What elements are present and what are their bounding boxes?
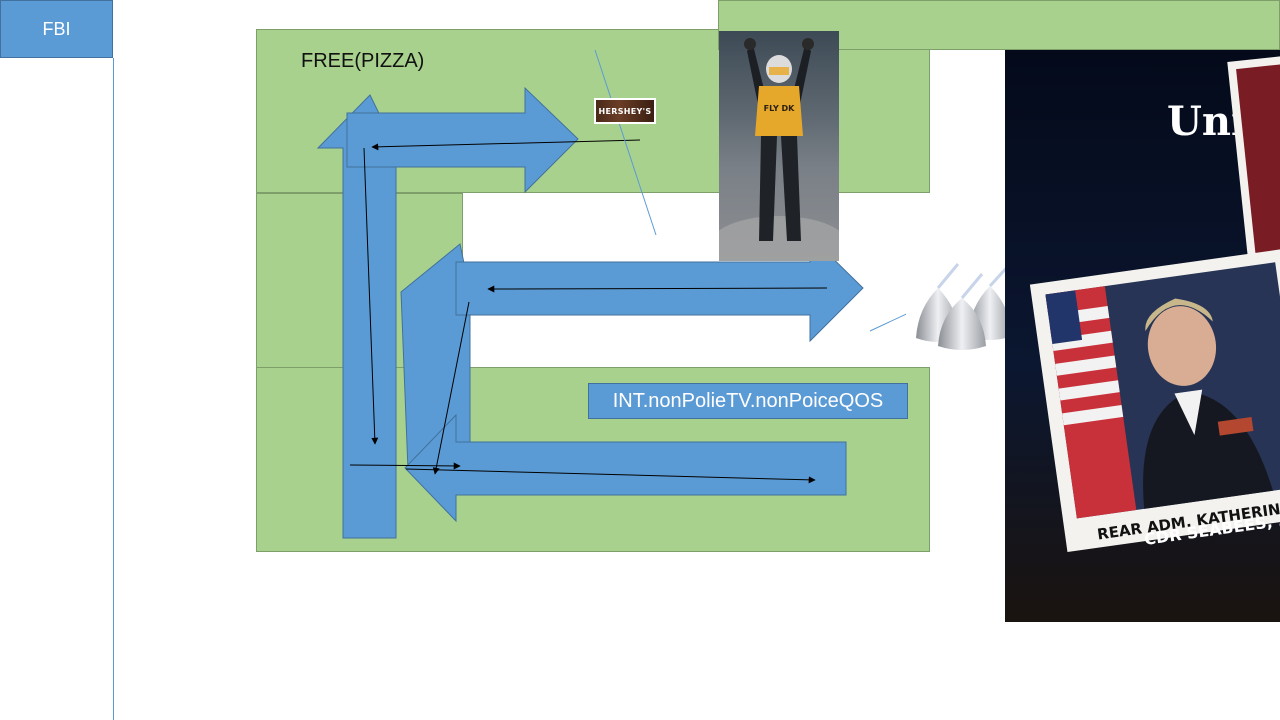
connector-bottom-a bbox=[349, 462, 461, 470]
crew-figure: FLY DK bbox=[719, 38, 839, 261]
connector-top bbox=[371, 139, 641, 151]
divider-line bbox=[113, 58, 114, 720]
connector-down-middle bbox=[432, 301, 470, 475]
fbi-label: FBI bbox=[42, 18, 71, 39]
arrow-top-up bbox=[316, 94, 397, 539]
connector-down-left bbox=[363, 147, 379, 445]
arrow-middle-up bbox=[400, 243, 471, 471]
connector-bottom-b bbox=[405, 468, 816, 484]
diagonal-line-top bbox=[594, 49, 657, 236]
crew-vest-text: FLY DK bbox=[764, 104, 796, 113]
kisses-drawing bbox=[916, 262, 1012, 350]
hershey-bar-image: HERSHEY'S bbox=[594, 98, 656, 124]
int-label-box: INT.nonPolieTV.nonPoiceQOS bbox=[588, 383, 908, 419]
navy-poster-photo: Unitec REAR bbox=[1005, 50, 1280, 622]
int-label: INT.nonPolieTV.nonPoiceQOS bbox=[612, 389, 884, 412]
connector-middle bbox=[487, 285, 828, 293]
flight-deck-crew-photo: FLY DK bbox=[719, 31, 839, 261]
free-pizza-label: FREE(PIZZA) bbox=[301, 50, 425, 72]
poster-graphics: REAR ADM. KATHERINE GRE CDR SEABEES, 201… bbox=[1029, 53, 1280, 552]
arrow-top-right bbox=[346, 86, 579, 194]
fbi-box: FBI bbox=[0, 0, 113, 58]
arrow-bottom-left bbox=[404, 413, 847, 523]
hershey-bar-brand: HERSHEY'S bbox=[598, 106, 652, 116]
